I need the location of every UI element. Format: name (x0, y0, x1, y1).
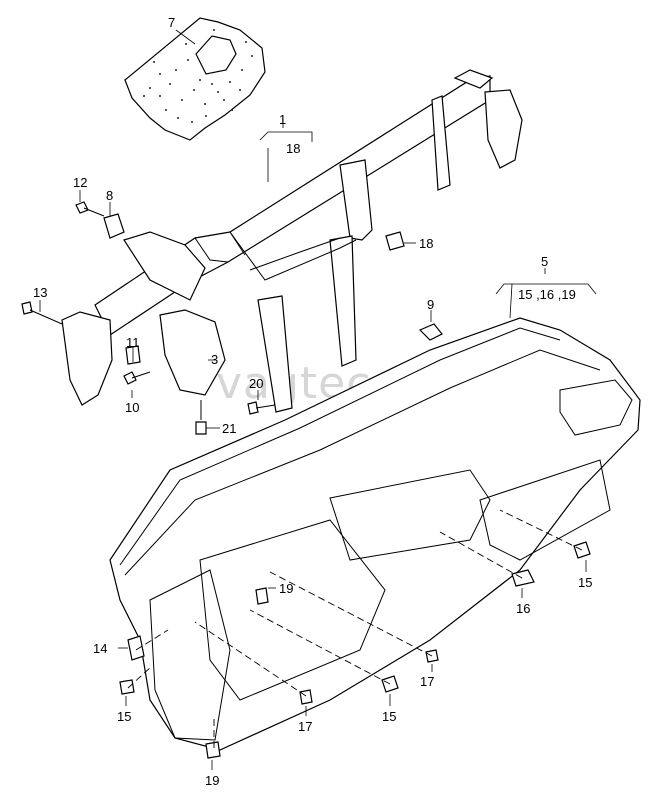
callout-19-bottom: 19 (205, 773, 219, 788)
clip-19-bottom (205, 741, 221, 759)
callout-20: 20 (249, 376, 263, 391)
callout-14: 14 (93, 641, 107, 656)
clip-18 (385, 231, 405, 251)
callout-21: 21 (222, 421, 236, 436)
cross-member (61, 69, 523, 413)
callout-15-right: 15 (578, 575, 592, 590)
bolt-13 (21, 301, 63, 325)
assembly-lines (127, 509, 583, 748)
bolt-10 (123, 371, 151, 385)
clip-16 (511, 569, 535, 587)
bolt-20 (247, 401, 276, 415)
insulation-pad (124, 17, 266, 141)
callouts: 7 1 18 18 12 8 13 11 10 3 20 21 9 5 15 ,… (33, 15, 592, 788)
callout-17-bottom: 17 (298, 719, 312, 734)
callout-12: 12 (73, 175, 87, 190)
callout-18-group: 18 (286, 141, 300, 156)
callout-11: 11 (126, 335, 140, 350)
callout-1: 1 (279, 112, 286, 127)
callout-5: 5 (541, 254, 548, 269)
callout-10: 10 (125, 400, 139, 415)
callout-17-right: 17 (420, 674, 434, 689)
nut-8 (103, 213, 125, 239)
bolt-21 (195, 400, 207, 435)
screw-17-bottom (299, 689, 313, 705)
callout-7: 7 (168, 15, 175, 30)
leader-lines (39, 29, 597, 770)
callout-15-mid: 15 (382, 709, 396, 724)
callout-18: 18 (419, 236, 433, 251)
bolt-12 (75, 201, 105, 217)
callout-9: 9 (427, 297, 434, 312)
callout-13: 13 (33, 285, 47, 300)
callout-3: 3 (211, 352, 218, 367)
clip-19-mid (255, 587, 269, 605)
clip-14 (127, 635, 145, 661)
callout-5-group: 15 ,16 ,19 (518, 287, 576, 302)
callout-15-left: 15 (117, 709, 131, 724)
callout-16: 16 (516, 601, 530, 616)
clip-15-left (119, 679, 135, 695)
dashboard (109, 317, 641, 751)
callout-19-mid: 19 (279, 581, 293, 596)
clip-9 (418, 323, 443, 341)
callout-8: 8 (106, 188, 113, 203)
